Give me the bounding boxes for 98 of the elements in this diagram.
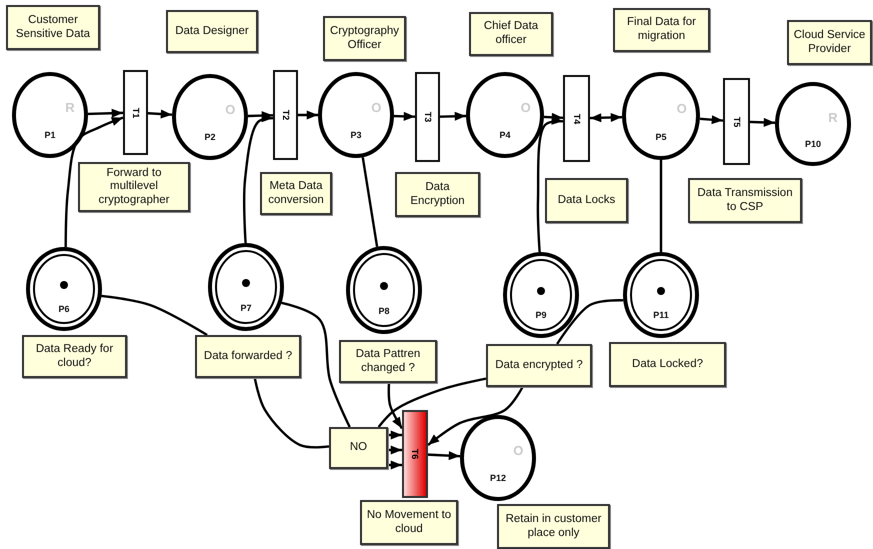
place-label: P11 [653, 310, 669, 320]
annotation-text: Data forwarded ? [202, 350, 294, 364]
annotation-text: Chief Data officer [482, 20, 540, 48]
arc-arrow [440, 112, 466, 121]
place-label: P1 [44, 130, 56, 140]
annotation-box [688, 178, 802, 223]
transition-label: T3 [422, 112, 432, 122]
arc-line [254, 378, 330, 449]
annotation-box [195, 335, 301, 378]
arc-arrow [242, 113, 273, 244]
place-label: P7 [240, 302, 252, 313]
annotation-box [486, 344, 592, 387]
annotation-text: Data Ready for cloud? [34, 342, 114, 370]
annotation-box [166, 10, 258, 53]
transition-bar [563, 75, 590, 162]
annotation-box [360, 500, 458, 545]
place-circle [622, 72, 700, 160]
place-circle [466, 72, 544, 158]
annotation-box [78, 162, 190, 212]
annotation-text: Data Transmission to CSP [696, 186, 794, 214]
marked-place-circle [208, 243, 284, 331]
arc-line [281, 302, 351, 428]
annotation-text: Retain in customer place only [504, 512, 602, 540]
annotation-text: Data Pattren changed ? [354, 348, 422, 376]
transition-bar [415, 72, 440, 162]
place-label: P6 [58, 304, 70, 314]
arc-arrow [388, 382, 404, 430]
annotation-box [609, 342, 726, 387]
transition-label: T1 [130, 107, 140, 118]
place-label: P2 [204, 132, 216, 142]
annotation-box [497, 504, 610, 549]
arc-arrow [388, 446, 402, 454]
arc-line [362, 157, 378, 247]
marked-place-circle [346, 246, 422, 334]
place-circle [12, 72, 88, 158]
arc-line [660, 160, 662, 252]
annotation-box [323, 16, 406, 61]
annotation-box [613, 8, 710, 52]
arc-arrow [88, 108, 124, 118]
arc-arrow [700, 115, 724, 124]
annotation-text: No Movement to cloud [366, 508, 452, 536]
place-circle [172, 74, 248, 160]
annotation-box [395, 172, 480, 217]
arc-arrow [388, 430, 402, 440]
fired-transition-bar [402, 410, 428, 498]
place-label: P9 [536, 310, 546, 320]
annotation-text: Data Locked? [631, 358, 704, 372]
arc-arrow [428, 451, 460, 460]
annotation-text: Final Data for migration [626, 16, 698, 44]
transition-bar [123, 70, 148, 155]
annotation-text: Customer Sensitive Data [14, 14, 92, 42]
arc-arrow [544, 112, 564, 122]
transition-label: T5 [732, 116, 742, 127]
marked-place-circle [26, 247, 102, 331]
annotation-box [260, 172, 332, 215]
arc-line [101, 294, 208, 336]
arc-arrow [590, 113, 622, 122]
annotation-text: Data Locks [556, 194, 616, 208]
annotation-box [22, 335, 127, 378]
arc-arrow [148, 110, 172, 119]
annotation-text: Forward to multilevel cryptographer [98, 166, 170, 208]
annotation-text: Cryptography Officer [328, 24, 400, 52]
place-label: P4 [500, 130, 510, 140]
annotation-box [469, 12, 553, 56]
place-label: P3 [350, 130, 362, 140]
transition-bar [723, 78, 750, 165]
arc-arrow [427, 386, 524, 446]
annotation-box [329, 427, 388, 469]
transition-label: T2 [280, 110, 290, 120]
arc-arrow [388, 460, 402, 470]
annotation-text: Data Encryption [409, 180, 466, 208]
annotation-box [545, 178, 628, 223]
annotation-box [6, 5, 100, 50]
place-label: P12 [490, 473, 506, 484]
place-label: P5 [656, 132, 666, 142]
arc-arrow [298, 110, 318, 120]
transition-label: T6 [410, 448, 420, 460]
place-circle [318, 72, 394, 158]
annotation-text: Data Designer [174, 24, 250, 38]
place-label: P10 [805, 139, 821, 150]
transition-label: T4 [572, 113, 582, 124]
arc-arrow [394, 112, 416, 121]
annotation-text: Data encrypted ? [494, 358, 584, 372]
place-circle [460, 415, 536, 501]
arc-arrow [64, 116, 124, 248]
marked-place-circle [503, 252, 579, 338]
arc-arrow [750, 118, 776, 127]
annotation-box [339, 340, 437, 383]
place-label: P8 [378, 306, 390, 316]
annotation-text: Cloud Service Provider [792, 28, 866, 56]
transition-bar [273, 70, 298, 160]
arc-line [378, 377, 486, 428]
annotation-box [787, 20, 872, 65]
arc-arrow [536, 116, 564, 252]
marked-place-circle [623, 252, 699, 338]
place-circle [775, 82, 851, 166]
annotation-text: NO [348, 441, 368, 455]
annotation-text: Meta Data conversion [267, 180, 325, 208]
